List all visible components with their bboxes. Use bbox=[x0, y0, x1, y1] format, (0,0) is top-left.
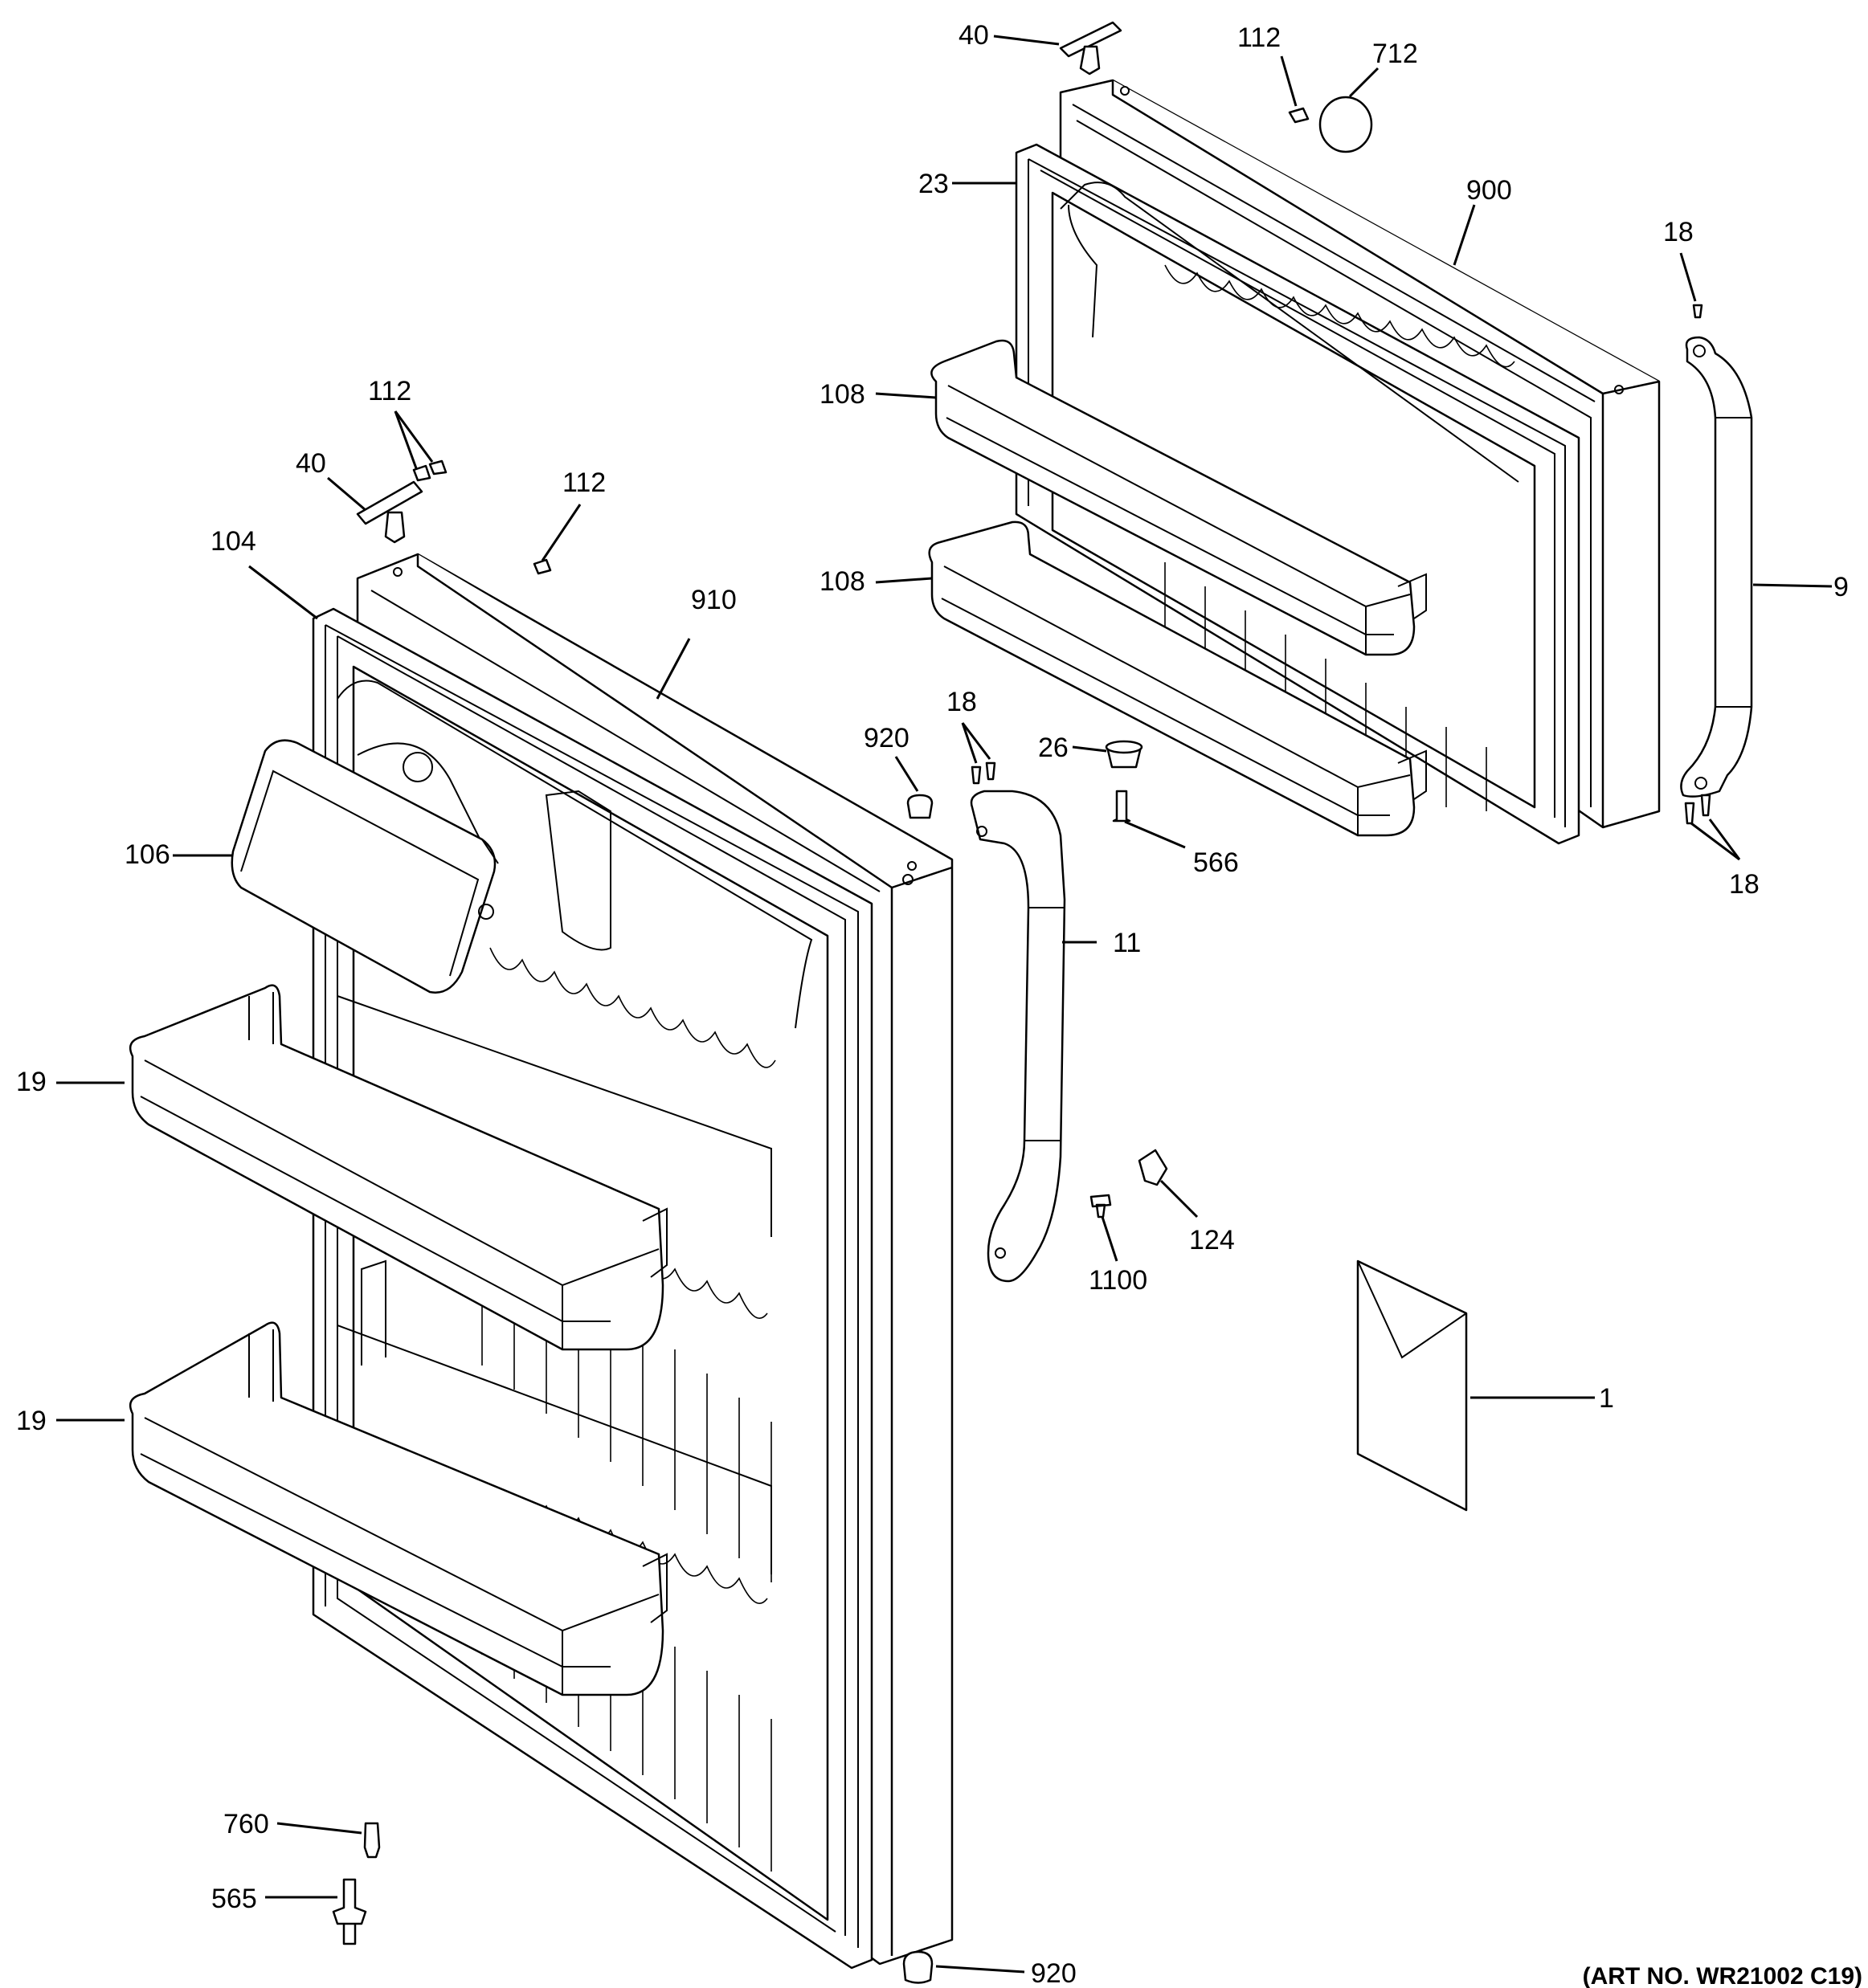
screws-112-left bbox=[412, 459, 448, 482]
dairy-compartment-door bbox=[231, 739, 499, 994]
callout-19: 19 bbox=[16, 1406, 47, 1436]
callout-106: 106 bbox=[125, 839, 170, 870]
callout-18: 18 bbox=[1663, 217, 1694, 247]
callout-40: 40 bbox=[296, 448, 326, 479]
hinge-cover-plug bbox=[1318, 96, 1373, 153]
screw-112-top bbox=[1288, 107, 1310, 124]
callout-920: 920 bbox=[1031, 1958, 1077, 1988]
callout-112: 112 bbox=[562, 467, 606, 498]
callout-11: 11 bbox=[1113, 928, 1141, 958]
callout-26: 26 bbox=[1038, 733, 1069, 763]
pin-760 bbox=[363, 1822, 381, 1859]
fresh-food-door-bin-upper bbox=[129, 984, 668, 1351]
callout-1: 1 bbox=[1599, 1383, 1614, 1414]
plug-920-top bbox=[906, 794, 934, 819]
callout-19: 19 bbox=[16, 1067, 47, 1097]
callout-9: 9 bbox=[1833, 572, 1849, 602]
callout-104: 104 bbox=[211, 526, 256, 557]
callout-112: 112 bbox=[1237, 22, 1281, 53]
callout-1100: 1100 bbox=[1089, 1265, 1147, 1296]
screw-18-top bbox=[1692, 304, 1703, 319]
small-hardware-parts bbox=[332, 21, 1711, 1984]
callout-40: 40 bbox=[959, 20, 989, 51]
callout-566: 566 bbox=[1193, 847, 1239, 878]
callout-18: 18 bbox=[946, 687, 977, 717]
callout-112: 112 bbox=[368, 376, 411, 406]
leader-lines bbox=[56, 35, 1833, 1974]
screw-112-middle bbox=[533, 558, 552, 575]
callout-910: 910 bbox=[691, 585, 737, 615]
callout-565: 565 bbox=[211, 1884, 257, 1914]
literature-envelope bbox=[1356, 1259, 1468, 1512]
fresh-food-door-assembly bbox=[129, 553, 1066, 1970]
callout-23: 23 bbox=[918, 169, 949, 199]
screw-566 bbox=[1112, 790, 1131, 823]
screws-18-middle bbox=[971, 761, 996, 785]
clip-124 bbox=[1138, 1149, 1168, 1186]
plug-920-bottom bbox=[902, 1950, 934, 1984]
screw-18-bottom bbox=[1684, 794, 1711, 825]
hinge-pin-565 bbox=[332, 1878, 367, 1945]
callout-labels: 40 112 712 23 900 18 108 108 9 18 112 40… bbox=[16, 20, 1849, 1988]
freezer-door-handle bbox=[1680, 336, 1753, 798]
hinge-pin-upper bbox=[1059, 21, 1122, 58]
callout-760: 760 bbox=[223, 1809, 269, 1839]
callout-124: 124 bbox=[1189, 1225, 1235, 1255]
callout-18: 18 bbox=[1729, 869, 1760, 900]
art-number: (ART NO. WR21002 C19) bbox=[1583, 1963, 1862, 1988]
hinge-pin-left bbox=[356, 480, 423, 525]
freezer-door-assembly bbox=[928, 79, 1753, 845]
callout-108: 108 bbox=[820, 379, 865, 410]
callout-712: 712 bbox=[1372, 39, 1418, 69]
fresh-food-door-bin-lower bbox=[129, 1321, 668, 1696]
screw-1100 bbox=[1089, 1194, 1112, 1219]
freezer-door-bin-lower bbox=[928, 520, 1427, 837]
freezer-door-bin-upper bbox=[930, 339, 1427, 656]
callout-108: 108 bbox=[820, 566, 865, 597]
callout-920: 920 bbox=[864, 723, 909, 753]
callout-900: 900 bbox=[1466, 175, 1512, 206]
fresh-food-door-handle bbox=[970, 790, 1066, 1283]
